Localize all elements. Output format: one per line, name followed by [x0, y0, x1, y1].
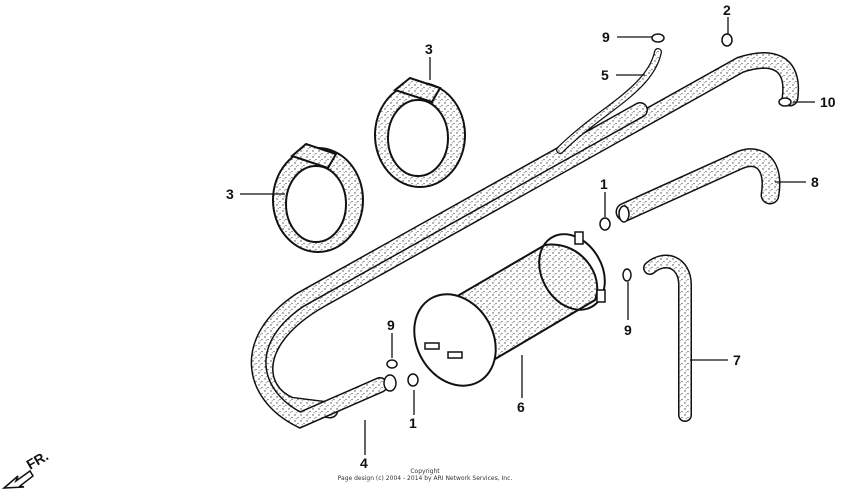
- callout-9-left: 9: [387, 317, 395, 333]
- copyright-line-1: Copyright: [410, 468, 440, 475]
- callout-3-lower: 3: [226, 186, 234, 202]
- callout-6: 6: [517, 399, 525, 415]
- copyright-line-2: Page design (c) 2004 - 2014 by ARI Netwo…: [337, 475, 513, 482]
- callouts: 2 3 3 9 5 10 8 1 9 9 7 6 1 4: [226, 2, 836, 471]
- leader-lines: [240, 17, 815, 455]
- callout-8: 8: [811, 174, 819, 190]
- callout-5: 5: [601, 67, 609, 83]
- long-tube: [250, 52, 800, 429]
- callout-9-right: 9: [624, 322, 632, 338]
- callout-1-left: 1: [409, 415, 417, 431]
- callout-3-upper: 3: [425, 41, 433, 57]
- tube-part-8: [615, 148, 781, 223]
- clamp-lower: [272, 142, 364, 253]
- clamp-upper: [374, 76, 466, 188]
- clip-parts: [386, 33, 792, 387]
- canister: [413, 231, 606, 387]
- callout-2: 2: [723, 2, 731, 18]
- thin-tube: [556, 48, 662, 154]
- callout-10: 10: [820, 94, 836, 110]
- callout-9-top: 9: [602, 29, 610, 45]
- tube-part-7: [643, 254, 692, 422]
- callout-1-right: 1: [600, 176, 608, 192]
- callout-7: 7: [733, 352, 741, 368]
- callout-4: 4: [360, 455, 368, 471]
